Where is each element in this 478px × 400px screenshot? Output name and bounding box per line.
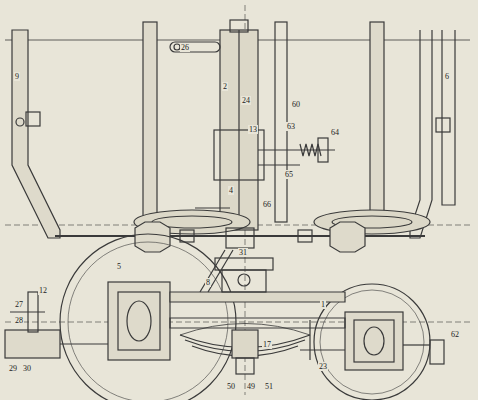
callout-number: 23 [318, 362, 328, 371]
callout-number: 30 [22, 364, 32, 373]
callout-number: 31 [238, 248, 248, 257]
callout-number: 62 [450, 330, 460, 339]
callout-number: 13 [248, 125, 258, 134]
callout-number: 27 [14, 300, 24, 309]
callout-number: 5 [116, 262, 122, 271]
callout-number: 66 [262, 200, 272, 209]
callout-number: 6 [444, 72, 450, 81]
callout-number: 4 [228, 186, 234, 195]
callout-number: 12 [38, 286, 48, 295]
callout-number: 8 [205, 278, 211, 287]
callout-number: 49 [246, 382, 256, 391]
callout-number: 24 [241, 96, 251, 105]
callout-number: 28 [14, 316, 24, 325]
callout-number: 60 [291, 100, 301, 109]
callout-number: 1 [320, 300, 326, 309]
callout-number: 9 [14, 72, 20, 81]
callout-number: 17 [262, 340, 272, 349]
callout-number: 50 [226, 382, 236, 391]
callout-number: 2 [222, 82, 228, 91]
callout-number: 63 [286, 122, 296, 131]
callout-number: 64 [330, 128, 340, 137]
callout-number: 29 [8, 364, 18, 373]
callout-number: 65 [284, 170, 294, 179]
callout-number: 51 [264, 382, 274, 391]
callout-number: 26 [180, 43, 190, 52]
